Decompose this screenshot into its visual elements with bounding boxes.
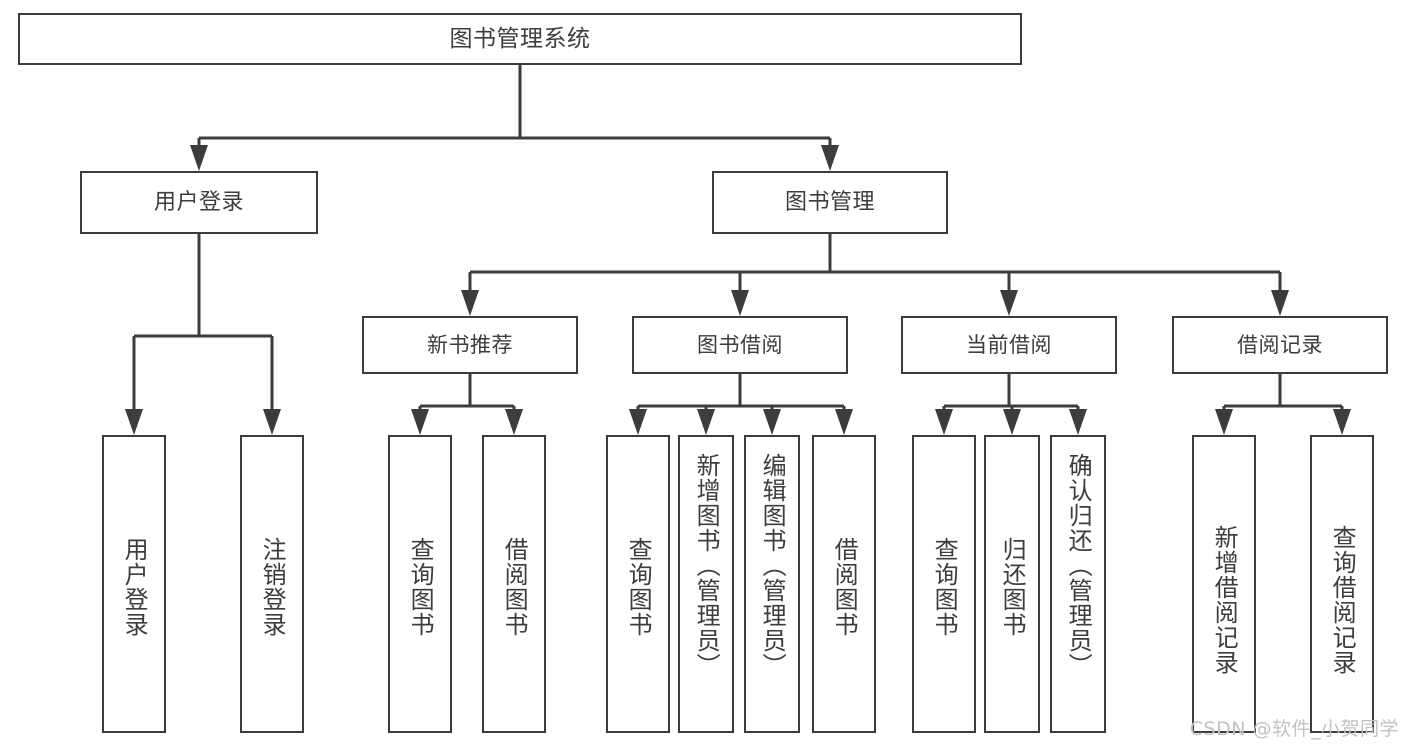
- arrowhead-leaf13: [1333, 409, 1351, 435]
- node-label: 图书管理: [784, 189, 875, 215]
- node-label: 确认归还（管理员）: [1064, 453, 1093, 678]
- arrowhead-leaf9: [935, 409, 953, 435]
- arrowhead-leaf3: [411, 409, 429, 435]
- node-label: 用户登录: [153, 189, 244, 215]
- node-label: 查询图书: [930, 537, 959, 637]
- node-label: 查询图书: [624, 537, 653, 637]
- node-root[interactable]: 图书管理系统: [18, 13, 1022, 65]
- node-label: 图书管理系统: [449, 25, 591, 52]
- arrowhead-newrec: [461, 290, 479, 316]
- node-bookmgr[interactable]: 图书管理: [712, 171, 948, 234]
- node-leaf6[interactable]: 新增图书（管理员）: [678, 435, 734, 733]
- node-leaf3[interactable]: 查询图书: [388, 435, 452, 733]
- node-leaf11[interactable]: 确认归还（管理员）: [1050, 435, 1106, 733]
- node-leaf5[interactable]: 查询图书: [606, 435, 670, 733]
- node-label: 用户登录: [120, 537, 149, 637]
- arrowhead-borrow: [731, 290, 749, 316]
- arrowhead-leaf7: [763, 409, 781, 435]
- node-label: 新增图书（管理员）: [692, 453, 721, 678]
- arrowhead-leaf5: [629, 409, 647, 435]
- node-borrow[interactable]: 图书借阅: [632, 316, 848, 374]
- node-login[interactable]: 用户登录: [80, 171, 318, 234]
- node-leaf2[interactable]: 注销登录: [240, 435, 304, 733]
- arrowhead-leaf1: [125, 409, 143, 435]
- node-label: 借阅图书: [500, 537, 529, 637]
- node-records[interactable]: 借阅记录: [1172, 316, 1388, 374]
- node-label: 归还图书: [998, 537, 1027, 637]
- node-label: 当前借阅: [966, 332, 1052, 357]
- node-label: 图书借阅: [697, 332, 783, 357]
- node-leaf7[interactable]: 编辑图书（管理员）: [744, 435, 800, 733]
- arrowhead-leaf8: [835, 409, 853, 435]
- node-label: 借阅记录: [1237, 332, 1323, 357]
- arrowhead-leaf4: [505, 409, 523, 435]
- node-leaf9[interactable]: 查询图书: [912, 435, 976, 733]
- arrowhead-leaf10: [1003, 409, 1021, 435]
- arrowhead-leaf2: [263, 409, 281, 435]
- node-leaf8[interactable]: 借阅图书: [812, 435, 876, 733]
- node-leaf10[interactable]: 归还图书: [984, 435, 1040, 733]
- node-label: 注销登录: [258, 537, 287, 637]
- node-label: 借阅图书: [830, 537, 859, 637]
- node-label: 新书推荐: [427, 332, 513, 357]
- arrowhead-leaf12: [1215, 409, 1233, 435]
- node-label: 新增借阅记录: [1210, 525, 1239, 675]
- node-leaf4[interactable]: 借阅图书: [482, 435, 546, 733]
- arrowhead-login: [190, 145, 208, 171]
- node-newrec[interactable]: 新书推荐: [362, 316, 578, 374]
- arrowhead-leaf6: [697, 409, 715, 435]
- csdn-watermark: CSDN @软件_小贺同学: [1189, 718, 1399, 740]
- node-leaf13[interactable]: 查询借阅记录: [1310, 435, 1374, 733]
- arrowhead-leaf11: [1069, 409, 1087, 435]
- arrowhead-current: [1000, 290, 1018, 316]
- arrowhead-records: [1271, 290, 1289, 316]
- node-leaf12[interactable]: 新增借阅记录: [1192, 435, 1256, 733]
- node-current[interactable]: 当前借阅: [901, 316, 1117, 374]
- node-leaf1[interactable]: 用户登录: [102, 435, 166, 733]
- node-label: 查询图书: [406, 537, 435, 637]
- node-label: 编辑图书（管理员）: [758, 453, 787, 678]
- node-label: 查询借阅记录: [1328, 525, 1357, 675]
- arrowhead-bookmgr: [821, 145, 839, 171]
